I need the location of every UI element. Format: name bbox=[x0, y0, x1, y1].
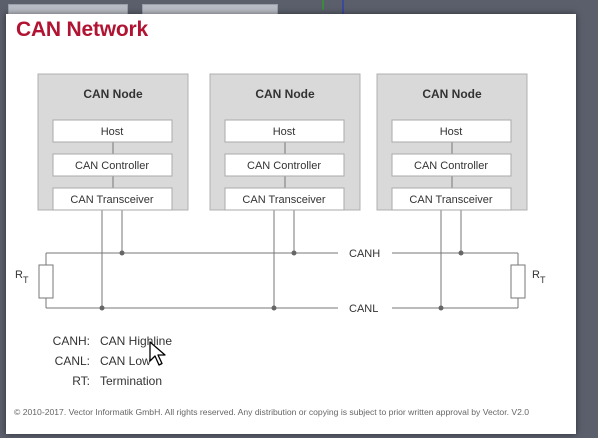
host-label: Host bbox=[101, 126, 124, 138]
can-controller-label: CAN Controller bbox=[75, 160, 149, 172]
can-transceiver-layer bbox=[224, 187, 345, 211]
can-node-title: CAN Node bbox=[255, 87, 315, 101]
can-node-2: CAN Node Host CAN Controller CAN Transce… bbox=[209, 73, 361, 211]
termination-resistor-right bbox=[510, 264, 526, 299]
host-layer bbox=[391, 119, 512, 143]
can-node-title: CAN Node bbox=[422, 87, 482, 101]
junction-dot bbox=[99, 305, 105, 311]
legend-value: CAN Highline bbox=[100, 334, 173, 348]
can-controller-label: CAN Controller bbox=[414, 160, 488, 172]
can-node-title: CAN Node bbox=[83, 87, 143, 101]
can-transceiver-label: CAN Transceiver bbox=[242, 194, 325, 206]
canh-label: CANH bbox=[349, 248, 380, 260]
canl-label: CANL bbox=[349, 303, 378, 315]
can-controller-layer bbox=[52, 153, 173, 177]
legend-value: CAN Low bbox=[100, 354, 151, 368]
bus-wiring bbox=[45, 206, 519, 309]
junction-dot bbox=[119, 250, 125, 256]
legend-row: CANL: CAN Low bbox=[42, 351, 172, 371]
background-window-edge bbox=[322, 0, 324, 10]
can-transceiver-label: CAN Transceiver bbox=[409, 194, 492, 206]
rt-label-left: RT bbox=[15, 269, 29, 285]
can-controller-layer bbox=[224, 153, 345, 177]
can-transceiver-layer bbox=[391, 187, 512, 211]
termination-resistor-left bbox=[38, 264, 54, 299]
can-node-3: CAN Node Host CAN Controller CAN Transce… bbox=[376, 73, 528, 211]
can-controller-layer bbox=[391, 153, 512, 177]
legend-value: Termination bbox=[100, 374, 163, 388]
copyright-footer: © 2010-2017. Vector Informatik GmbH. All… bbox=[14, 407, 530, 417]
slide: CAN Network bbox=[6, 14, 576, 434]
can-network-diagram: RT RT CANH CANL CAN Node Host CAN Contro… bbox=[15, 73, 546, 315]
legend-key: RT: bbox=[72, 374, 90, 388]
can-transceiver-layer bbox=[52, 187, 173, 211]
legend-row: CANH: CAN Highline bbox=[42, 331, 172, 351]
host-label: Host bbox=[273, 126, 296, 138]
slide-title: CAN Network bbox=[16, 18, 148, 41]
can-node-1: CAN Node Host CAN Controller CAN Transce… bbox=[37, 73, 189, 211]
background-window-edge bbox=[342, 0, 344, 16]
host-layer bbox=[224, 119, 345, 143]
junction-dot bbox=[458, 250, 464, 256]
legend-row: RT: Termination bbox=[42, 371, 172, 391]
can-transceiver-label: CAN Transceiver bbox=[70, 194, 153, 206]
bus-junctions bbox=[99, 250, 464, 311]
can-controller-label: CAN Controller bbox=[247, 160, 321, 172]
mouse-pointer-icon bbox=[149, 341, 169, 372]
legend-key: CANH: bbox=[52, 334, 90, 348]
host-label: Host bbox=[440, 126, 463, 138]
legend: CANH: CAN Highline CANL: CAN Low RT: Ter… bbox=[42, 331, 172, 391]
junction-dot bbox=[438, 305, 444, 311]
junction-dot bbox=[271, 305, 277, 311]
host-layer bbox=[52, 119, 173, 143]
junction-dot bbox=[291, 250, 297, 256]
rt-label-right: RT bbox=[532, 269, 546, 285]
legend-key: CANL: bbox=[54, 354, 90, 368]
